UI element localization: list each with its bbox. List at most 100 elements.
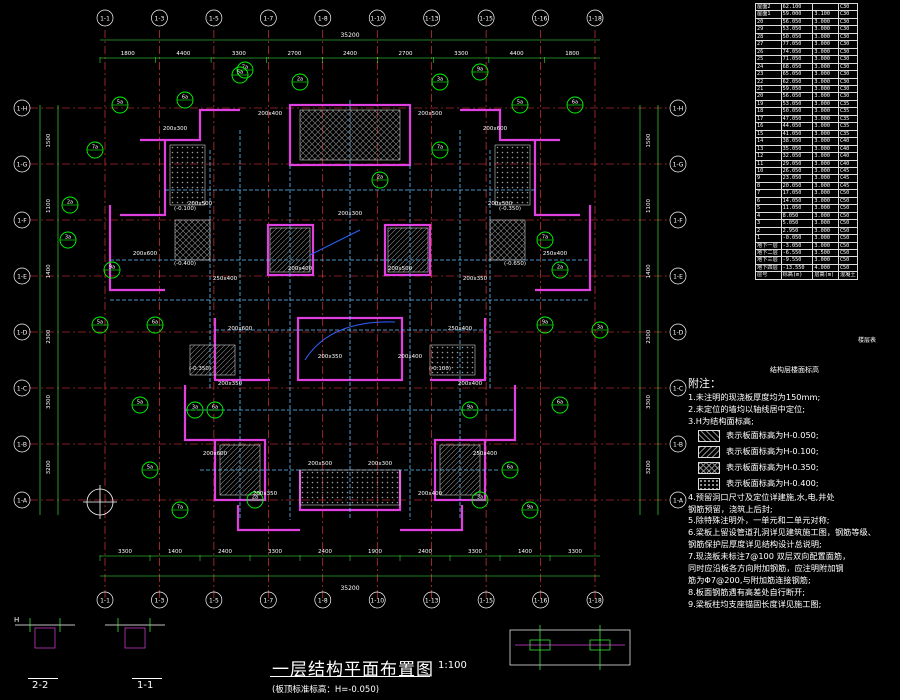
table-cell: 68.050 [780,62,814,72]
table-cell: 3.000 [812,129,839,139]
table-cell: 19 [755,99,782,109]
table-cell: 3.000 [812,226,839,236]
callout-label: 2a [377,175,383,181]
table-cell: 地下四层 [755,263,782,273]
table-cell: 3.500 [812,248,839,258]
beam-size-label: 200x600 [203,451,228,457]
beam-size-label: 200x300 [368,461,393,467]
reinforcement-detail [509,625,631,670]
axis-label: 1-7 [263,598,273,605]
table-side-label: 楼层表 [858,337,877,344]
axis-label: 1-5 [209,16,219,23]
table-cell: 4 [755,211,782,221]
callout-label: 7a [242,65,248,71]
table-cell: C35 [837,99,859,109]
dimension-text: 3300 [232,51,246,57]
dimension-lines [39,39,659,577]
dimension-text: 1100 [646,199,652,213]
axis-bubble [96,9,114,27]
table-cell: C30 [837,10,859,19]
table-cell: 标高(m) [780,271,814,280]
beam-size-label: 200x300 [163,126,188,132]
table-cell: C50 [837,189,859,198]
table-cell: 3.000 [812,70,839,79]
axis-bubble [314,591,332,609]
table-cell: 20.050 [780,181,814,191]
axis-label: 1-10 [370,16,384,23]
notes-panel: 附注： 1.未注明的现浇板厚度均为150mm; 2.未定位的墙均以轴线居中定位;… [688,378,893,611]
hatched-slab-areas [169,109,531,506]
axis-bubble [368,591,386,609]
table-cell: 27 [755,40,782,49]
table-cell: 3.000 [812,256,839,265]
legend-label: 表示板面标高为H-0.350; [726,461,819,472]
dimension-text: 3300 [46,395,52,409]
table-cell: 41.050 [780,129,814,139]
table-cell: 3.000 [812,234,839,243]
table-cell: 74.050 [780,47,814,57]
table-cell: 混凝土 [837,271,859,280]
axis-label: 1-3 [155,598,165,605]
axis-labels-left: 1-H1-G1-F1-E1-D1-C1-B1-A [13,99,31,509]
table-cell: 3.000 [812,92,839,101]
callout-label: 3a [65,235,71,241]
dimension-text: 1100 [46,199,52,213]
table-cell: 47.050 [780,114,814,124]
section-underline [28,678,58,679]
table-cell: 62.050 [780,77,814,87]
callout-label: 7a [177,505,183,511]
axis-bubble [13,491,31,509]
callout-label: 5a [137,400,143,406]
dimension-text: 3300 [118,549,132,555]
axis-bubble [669,379,687,397]
table-cell: C50 [837,211,859,221]
table-cell: 3.100 [812,10,839,19]
legend-label: 表示板面标高为H-0.100; [726,445,819,456]
axis-bubble [669,323,687,341]
table-cell: 3.000 [812,40,839,49]
callout-label: 6a [182,95,188,101]
table-cell: C30 [837,47,859,57]
axis-label: 1-10 [370,598,384,605]
callout-label: 6a [152,320,158,326]
axis-bubble [96,591,114,609]
axis-bubble [151,9,168,27]
dimension-text: 2400 [218,549,232,555]
callout-label: 9a [477,67,483,73]
table-cell: 3.000 [812,114,839,124]
dimension-text: 1400 [46,264,52,278]
north-arrow-icon [83,485,117,519]
callout-label: 7a [92,145,98,151]
table-cell: -3.050 [780,241,814,250]
table-cell: 2 [755,226,782,236]
drawing-scale: 1:100 [438,660,467,671]
table-cell: 29 [755,25,782,34]
table-cell: 3.000 [812,241,839,250]
dimension-text: 2400 [318,549,332,555]
table-cell: C30 [837,17,859,27]
pit-elevation-label: (-0.650) [504,261,526,267]
table-cell: 65.050 [780,70,814,79]
dimension-text: 1400 [646,264,652,278]
dimension-text: 1400 [168,549,182,555]
dimension-text: 3300 [568,549,582,555]
note-item: 7.现浇板未标注7@100 双层双向配置面筋， [688,551,851,562]
drawing-subtitle: (板顶标准标高：H=-0.050) [272,685,380,695]
section-label-2-2: 2-2 [32,680,49,691]
axis-bubble [314,9,332,27]
table-cell: 9 [755,174,782,183]
table-cell: C45 [837,181,859,191]
table-cell: 11.050 [780,204,814,213]
axis-bubble [205,9,223,27]
